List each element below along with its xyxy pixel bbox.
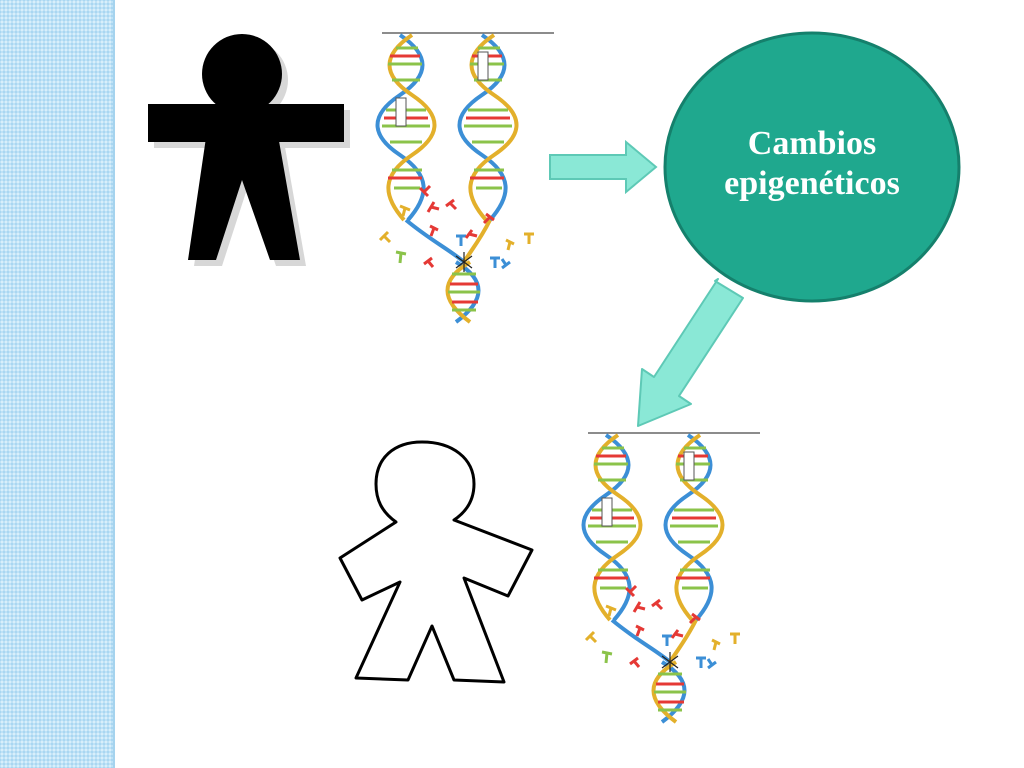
arrow-right: [549, 140, 658, 194]
arrow-down-left: [637, 278, 744, 427]
epigenetic-tags: [378, 184, 534, 270]
label-line-2: epigenéticos: [724, 165, 900, 202]
black-person-silhouette: [148, 34, 350, 266]
merged-helix: [610, 618, 698, 724]
merged-helix: [404, 218, 492, 324]
dna-double-helix-bottom: [581, 432, 760, 724]
epigenetic-changes-label: Cambios epigenéticos: [662, 124, 962, 204]
left-helix: [581, 433, 643, 622]
side-pattern-strip: [0, 0, 115, 768]
label-line-1: Cambios: [747, 125, 877, 162]
outlined-person-figure: [338, 440, 534, 684]
right-helix: [663, 433, 725, 622]
epigenetic-tags: [584, 584, 740, 670]
dna-double-helix-top: [375, 32, 554, 324]
epigenetic-changes-circle: [663, 31, 961, 303]
